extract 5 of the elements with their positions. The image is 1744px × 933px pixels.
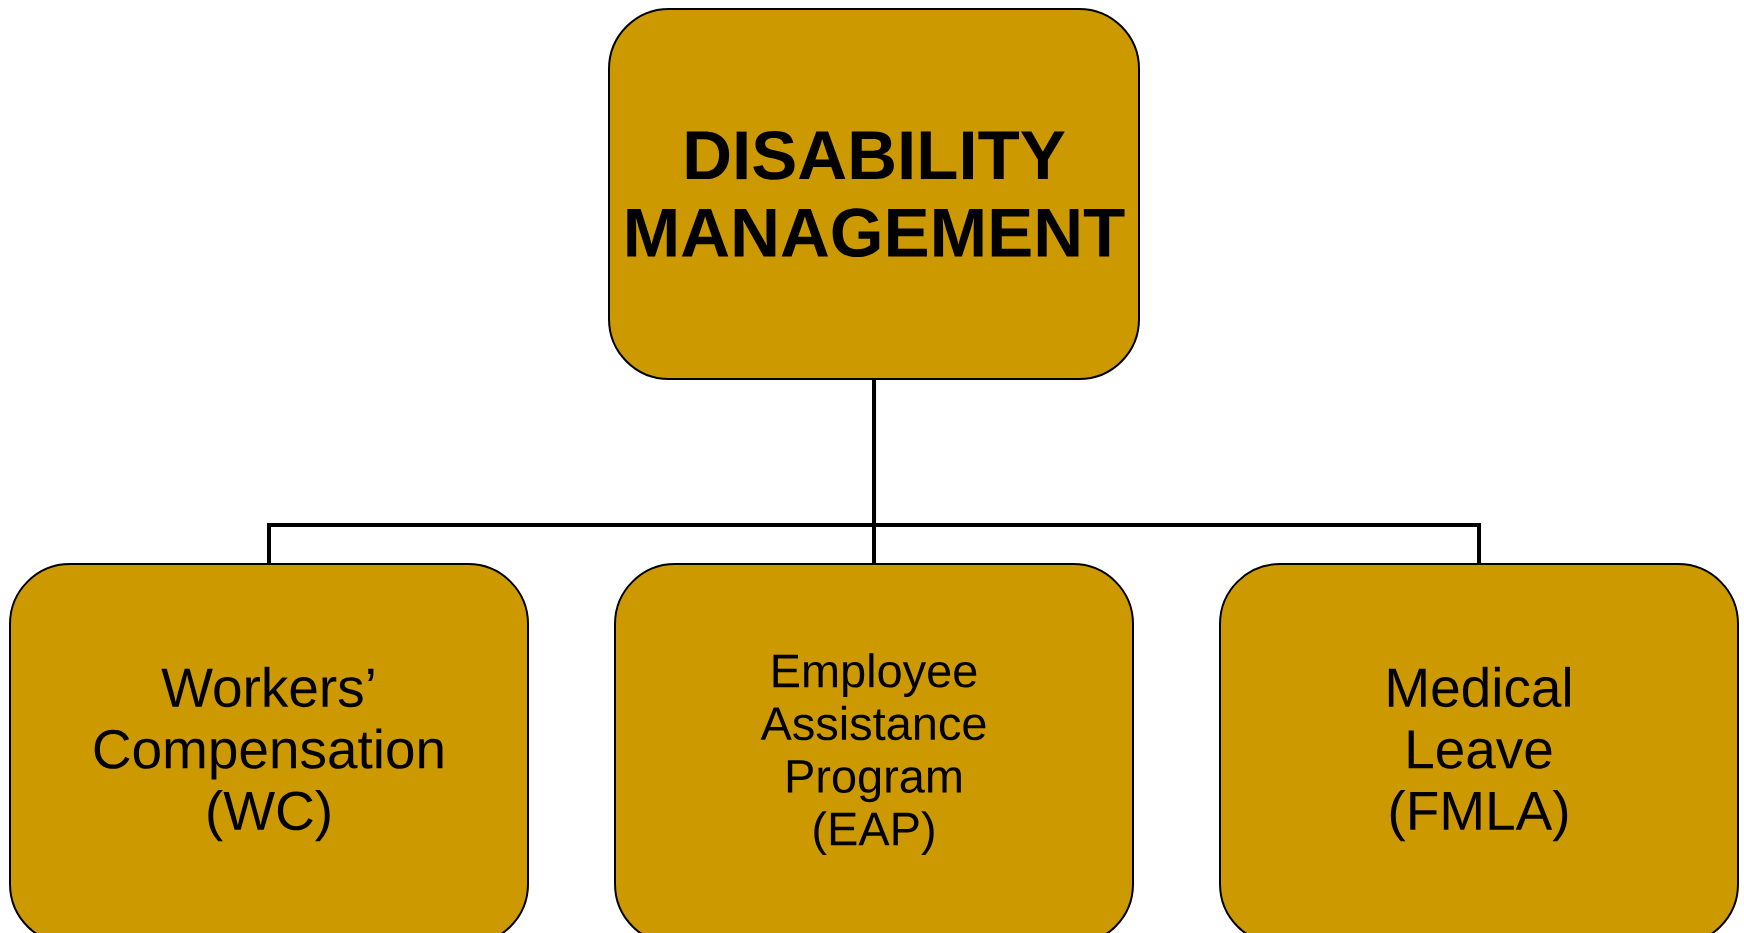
org-box: Workers’ Compensation (WC)	[9, 563, 529, 933]
org-box: Medical Leave (FMLA)	[1219, 563, 1739, 933]
org-box: DISABILITY MANAGEMENT	[608, 8, 1140, 380]
connector-line	[872, 380, 1481, 563]
org-box: Employee Assistance Program (EAP)	[614, 563, 1134, 933]
